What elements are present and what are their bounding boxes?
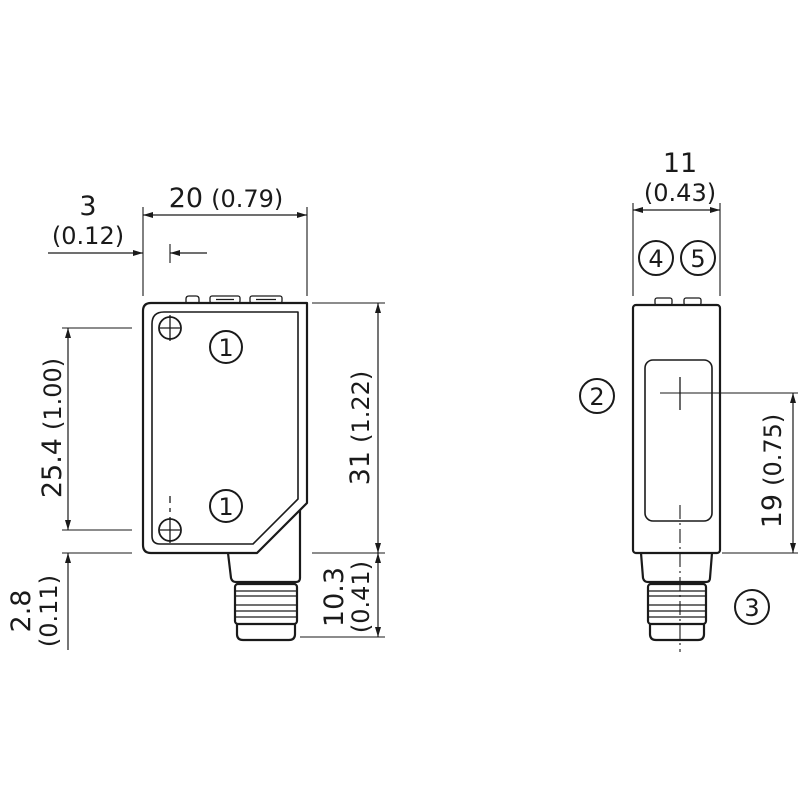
dim-front-width-label: 20 (0.79) bbox=[169, 183, 284, 214]
dim-body-height-label: 31 (1.22) bbox=[345, 371, 376, 486]
dim-hole-spacing-inch: (1.00) bbox=[39, 358, 67, 430]
dim-axis-height-inch: (0.75) bbox=[759, 414, 787, 486]
side-optics-window bbox=[644, 359, 713, 522]
dim-bottom-offset-mm: 2.8 bbox=[6, 590, 37, 633]
callout-side-left: 2 bbox=[579, 378, 615, 414]
front-top-bump bbox=[185, 295, 200, 303]
dim-bottom-offset-inch: (0.11) bbox=[35, 575, 63, 647]
dim-hole-spacing-label: 25.4 (1.00) bbox=[37, 358, 68, 498]
callout-top-right: 5 bbox=[680, 240, 716, 276]
front-window-outline bbox=[151, 311, 299, 545]
callout-front-lower-label: 1 bbox=[218, 493, 233, 521]
dim-side-width-inch: (0.43) bbox=[644, 179, 716, 207]
dim-front-width-mm: 20 bbox=[169, 183, 203, 214]
dim-body-height-inch: (1.22) bbox=[347, 371, 375, 443]
callout-top-left-label: 4 bbox=[648, 245, 663, 273]
callout-top-right-label: 5 bbox=[690, 245, 705, 273]
dim-offset-inch: (0.12) bbox=[52, 222, 124, 250]
callout-front-upper: 1 bbox=[209, 330, 243, 364]
dim-connector-length-mm: 10.3 bbox=[319, 567, 350, 627]
side-connector-neck bbox=[639, 552, 714, 584]
callout-connector: 3 bbox=[734, 589, 770, 625]
callout-front-lower: 1 bbox=[209, 489, 243, 523]
front-housing-outline bbox=[141, 301, 309, 555]
side-connector-cap bbox=[648, 624, 706, 642]
dim-axis-height-label: 19 (0.75) bbox=[757, 414, 788, 529]
dim-front-width-inch: (0.79) bbox=[211, 185, 283, 213]
callout-front-upper-label: 1 bbox=[218, 334, 233, 362]
side-housing-outline bbox=[631, 303, 722, 555]
callout-side-left-label: 2 bbox=[589, 383, 604, 411]
side-dimensions: 11 (0.43) 19 (0.75) bbox=[632, 148, 798, 554]
front-connector-body bbox=[233, 582, 299, 626]
dim-connector-length-inch: (0.41) bbox=[347, 561, 375, 633]
side-view: 4 5 2 3 bbox=[579, 240, 798, 652]
front-connector-neck bbox=[226, 510, 302, 584]
dim-side-width-mm: 11 bbox=[663, 148, 697, 179]
front-view: 1 1 bbox=[141, 295, 309, 642]
dim-hole-spacing-mm: 25.4 bbox=[37, 438, 68, 498]
side-connector-body bbox=[646, 582, 708, 626]
front-dimensions: 20(0.79) 3 (0.12) 25.4(1.00) 2.8 (0.11) … bbox=[6, 183, 385, 650]
front-connector-cap bbox=[235, 624, 297, 642]
callout-top-left: 4 bbox=[638, 240, 674, 276]
dim-body-height-mm: 31 bbox=[345, 451, 376, 485]
callout-connector-label: 3 bbox=[744, 594, 759, 622]
dim-offset-mm: 3 bbox=[79, 191, 96, 222]
dim-axis-height-mm: 19 bbox=[757, 494, 788, 528]
